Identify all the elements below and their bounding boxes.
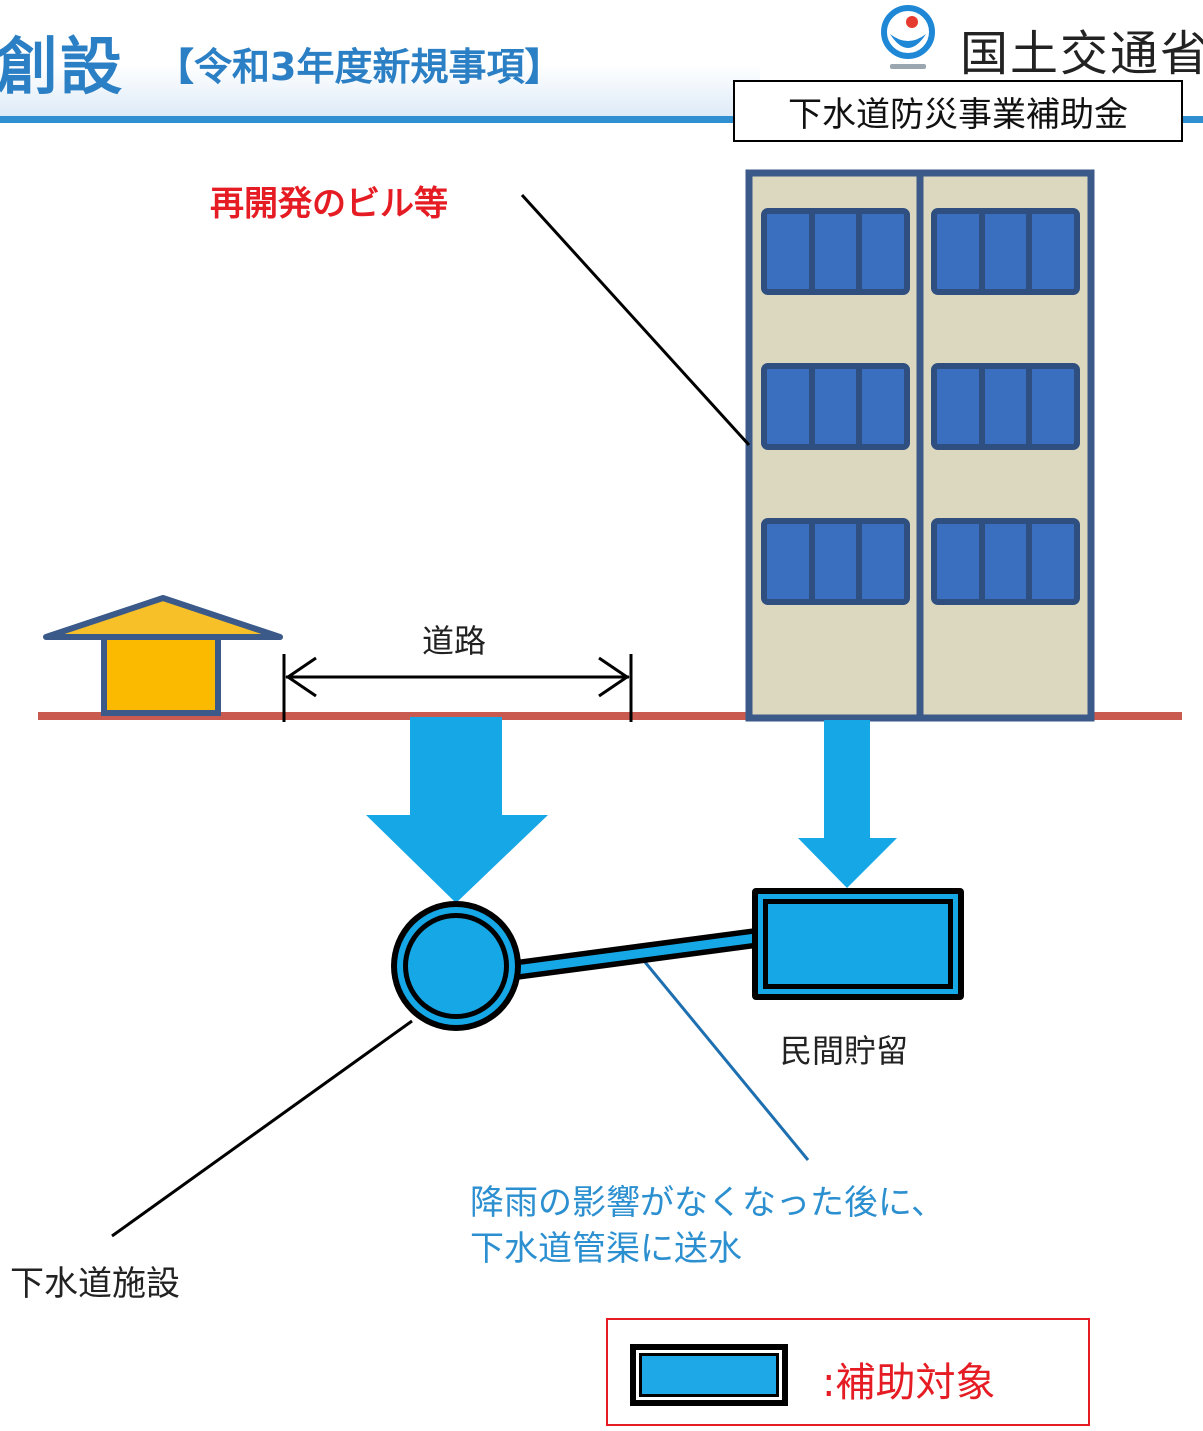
legend-box: :補助対象	[606, 1318, 1090, 1426]
legend-subsidy-swatch-icon	[630, 1344, 788, 1406]
title-rule	[0, 116, 1203, 123]
building-icon	[745, 169, 1095, 722]
program-name-box: 下水道防災事業補助金	[733, 80, 1183, 142]
building-runoff-arrow	[798, 720, 897, 888]
pipe-note-line-1: 降雨の影響がなくなった後に、	[470, 1183, 945, 1223]
sewer-leader-line	[111, 1019, 413, 1238]
program-name: 下水道防災事業補助金	[788, 94, 1128, 135]
legend-label: :補助対象	[822, 1360, 996, 1406]
pipe-leader-line	[638, 955, 810, 1161]
title-band	[0, 0, 760, 118]
connecting-pipe	[514, 928, 758, 980]
page-title: 創設	[0, 30, 125, 103]
ministry-name: 国土交通省	[960, 26, 1203, 82]
storage-label: 民間貯留	[780, 1032, 909, 1070]
sewer-manhole-icon	[391, 901, 521, 1031]
sewer-facility-label: 下水道施設	[10, 1264, 180, 1304]
pipe-note: 降雨の影響がなくなった後に、 下水道管渠に送水	[470, 1180, 945, 1272]
ground-line	[38, 712, 1182, 720]
road-dimension	[282, 654, 633, 722]
building-leader-line	[520, 193, 751, 447]
house-icon	[43, 595, 283, 716]
storage-tank-icon	[752, 888, 964, 1000]
page-subtitle: 【令和3年度新規事項】	[156, 45, 563, 89]
road-label: 道路	[422, 622, 487, 660]
road-runoff-arrow	[366, 717, 548, 903]
ministry-logo-icon	[881, 5, 935, 69]
pipe-note-line-2: 下水道管渠に送水	[470, 1229, 742, 1269]
building-windows	[761, 208, 1080, 605]
building-callout-label: 再開発のビル等	[210, 184, 448, 224]
